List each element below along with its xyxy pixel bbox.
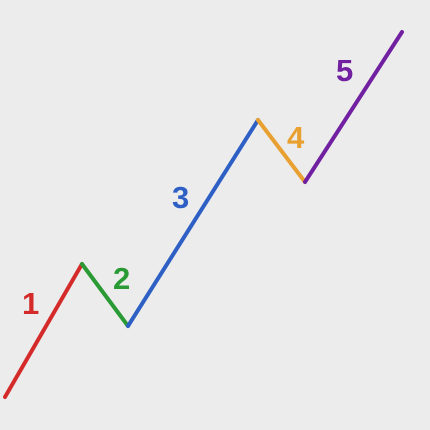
wave-2-label: 2 — [113, 261, 130, 296]
wave-2-line — [80, 262, 130, 328]
wave-1-label: 1 — [22, 286, 39, 321]
wave-1-line — [3, 262, 84, 399]
wave-4-line — [256, 118, 307, 184]
wave-3-label: 3 — [172, 180, 189, 215]
wave-3-line — [126, 118, 260, 328]
wave-5-line — [303, 30, 404, 184]
wave-4-label: 4 — [287, 120, 305, 155]
wave-5-label: 5 — [336, 53, 353, 88]
